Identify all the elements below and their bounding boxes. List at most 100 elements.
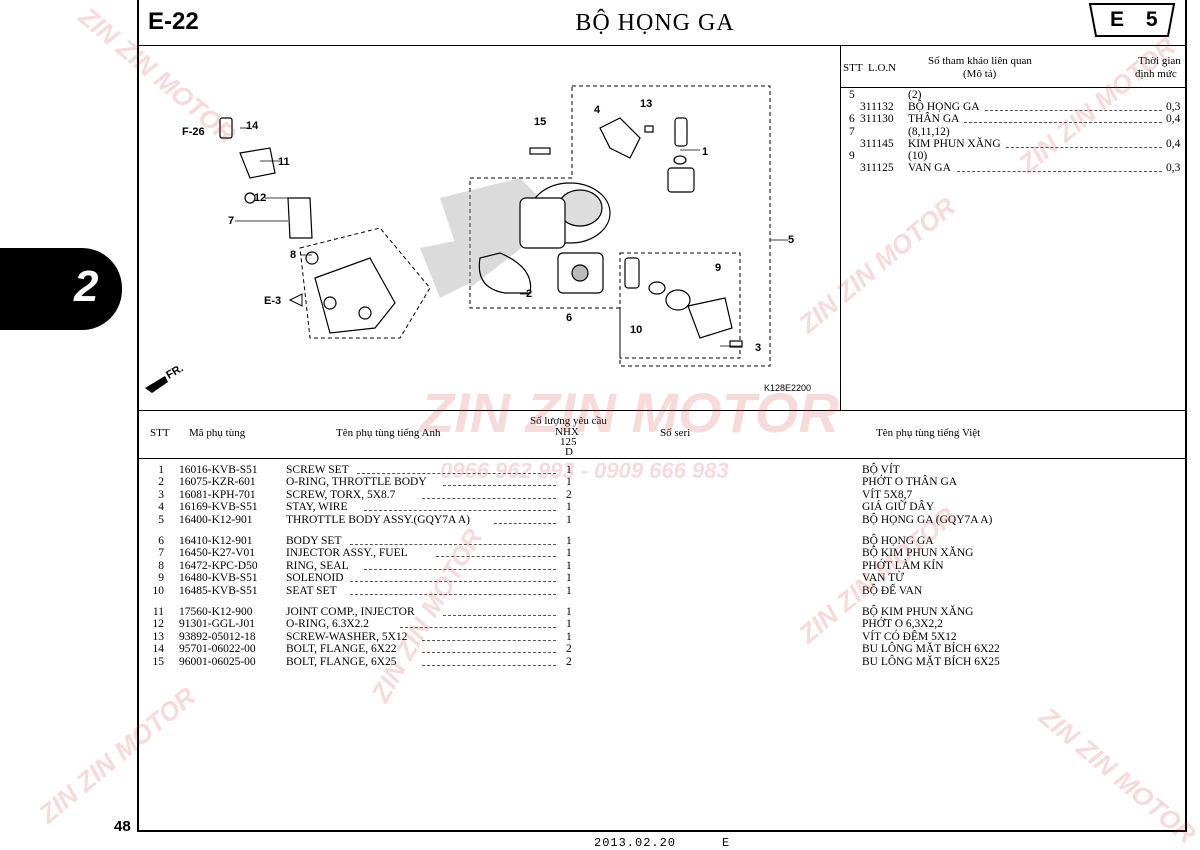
parts-row-name-en: JOINT COMP., INJECTOR bbox=[286, 606, 415, 618]
parts-row-part-no: 16410-K12-901 bbox=[179, 535, 253, 547]
parts-header-qty-type: D bbox=[565, 446, 573, 458]
parts-row-stt: 8 bbox=[158, 559, 164, 572]
parts-row-qty: 1 bbox=[566, 476, 572, 489]
parts-row-leader bbox=[421, 664, 556, 666]
callout-7: 7 bbox=[228, 215, 235, 227]
parts-header-serial: Số seri bbox=[660, 427, 691, 439]
parts-row-leader bbox=[364, 568, 556, 570]
callout-12: 12 bbox=[254, 192, 267, 204]
labor-row-lon: 311145 bbox=[860, 137, 894, 150]
callout-2: 2 bbox=[526, 288, 533, 300]
solenoid-box bbox=[619, 252, 741, 359]
parts-header-stt: STT bbox=[150, 427, 170, 439]
labor-row-lon: 311132 bbox=[860, 101, 894, 114]
print-date: 2013.02.20 bbox=[594, 836, 677, 850]
parts-row-name-en: BOLT, FLANGE, 6X22 bbox=[286, 643, 397, 656]
parts-row-stt: 9 bbox=[158, 572, 164, 585]
parts-row-qty: 1 bbox=[566, 572, 572, 585]
callout-5: 5 bbox=[788, 234, 795, 246]
parts-row-name-vi: GIÁ GIỮ DÂY bbox=[862, 501, 935, 514]
labor-header-lon: L.O.N bbox=[868, 62, 897, 74]
parts-header-qty: Số lượng yêu cầu bbox=[530, 415, 607, 427]
labor-row-desc: KIM PHUN XĂNG bbox=[908, 137, 1001, 150]
callout-10: 10 bbox=[630, 324, 643, 336]
labor-table-header-line bbox=[840, 87, 1187, 88]
labor-header-stt: STT bbox=[843, 62, 863, 74]
parts-row-part-no: 16472-KPC-D50 bbox=[179, 559, 258, 572]
parts-row-leader bbox=[400, 627, 556, 629]
labor-row-leader bbox=[964, 122, 1162, 124]
parts-row-qty: 2 bbox=[566, 643, 572, 656]
parts-row-part-no: 16480-KVB-S51 bbox=[179, 572, 258, 585]
labor-row-desc: BỘ HỌNG GA bbox=[908, 101, 980, 114]
parts-row-leader bbox=[356, 473, 556, 474]
parts-row-leader bbox=[493, 522, 556, 524]
parts-row-leader bbox=[421, 497, 556, 499]
chapter-tab-number: 2 bbox=[74, 262, 99, 311]
parts-row-name-vi: BU LÔNG MẶT BÍCH 6X25 bbox=[862, 655, 1000, 668]
labor-row-leader bbox=[957, 171, 1162, 173]
parts-row-name-vi: BỘ KIM PHUN XĂNG bbox=[862, 606, 974, 618]
parts-row-part-no: 91301-GGL-J01 bbox=[179, 618, 256, 631]
parts-row-part-no: 16169-KVB-S51 bbox=[179, 501, 258, 514]
parts-row-stt: 7 bbox=[158, 547, 164, 560]
parts-row-qty: 1 bbox=[566, 513, 572, 526]
callout-8: 8 bbox=[290, 249, 297, 261]
labor-row-stt: 9 bbox=[849, 150, 855, 162]
parts-row-leader bbox=[421, 652, 556, 654]
section-code: E-22 bbox=[148, 8, 199, 35]
callout-15: 15 bbox=[534, 116, 547, 128]
labor-row-desc: (2) bbox=[908, 89, 922, 101]
parts-row-stt: 3 bbox=[158, 488, 164, 501]
parts-row-name-en: RING, SEAL bbox=[286, 559, 349, 572]
parts-row-qty: 1 bbox=[566, 535, 572, 547]
labor-row-leader bbox=[985, 110, 1162, 112]
diagram-ref-code: K128E2200 bbox=[764, 383, 812, 393]
parts-row-leader bbox=[443, 615, 556, 616]
labor-row-stt: 6 bbox=[849, 113, 855, 126]
parts-row-part-no: 17560-K12-900 bbox=[179, 606, 253, 618]
parts-row-name-en: O-RING, THROTTLE BODY bbox=[286, 476, 427, 489]
labor-row-stt: 7 bbox=[849, 125, 855, 138]
parts-row-stt: 4 bbox=[158, 501, 164, 514]
parts-row-name-en: SCREW, TORX, 5X8.7 bbox=[286, 488, 396, 501]
labor-row-desc: VAN GA bbox=[908, 162, 951, 175]
parts-row-stt: 10 bbox=[152, 584, 165, 597]
callout-4: 4 bbox=[594, 104, 601, 116]
parts-row-leader bbox=[443, 485, 556, 487]
header-divider bbox=[137, 45, 1187, 46]
parts-header-name-vi: Tên phụ tùng tiếng Việt bbox=[876, 427, 981, 439]
parts-row-name-en: BODY SET bbox=[286, 535, 342, 547]
labor-row-time: 0,3 bbox=[1166, 162, 1181, 175]
parts-row-leader bbox=[436, 556, 556, 558]
parts-row-name-vi: PHỚT O 6,3X2,2 bbox=[862, 618, 943, 631]
parts-row-qty: 1 bbox=[566, 559, 572, 572]
parts-row-stt: 11 bbox=[152, 606, 164, 618]
parts-table-header-line bbox=[137, 458, 1187, 459]
parts-row-name-vi: BỘ ĐẾ VAN bbox=[862, 584, 923, 597]
parts-row-part-no: 96001-06025-00 bbox=[179, 655, 256, 668]
labor-row-lon: 311130 bbox=[860, 113, 894, 126]
parts-row-name-vi: BỘ VÍT bbox=[862, 464, 900, 476]
parts-header-name-en: Tên phụ tùng tiếng Anh bbox=[336, 427, 441, 439]
parts-row-stt: 14 bbox=[152, 643, 165, 656]
parts-row-name-en: INJECTOR ASSY., FUEL bbox=[286, 547, 408, 560]
parts-row-stt: 2 bbox=[158, 476, 164, 489]
parts-row-name-vi: VÍT CÓ ĐỆM 5X12 bbox=[862, 630, 957, 643]
labor-row-stt: 5 bbox=[849, 89, 855, 101]
parts-row-leader bbox=[349, 581, 556, 583]
parts-row-part-no: 95701-06022-00 bbox=[179, 643, 256, 656]
parts-row-part-no: 16400-K12-901 bbox=[179, 513, 253, 526]
callout-13: 13 bbox=[640, 98, 653, 110]
parts-row-stt: 13 bbox=[152, 630, 165, 643]
labor-header-time-sub: định mức bbox=[1135, 68, 1177, 80]
parts-row-stt: 12 bbox=[152, 618, 165, 631]
parts-header-qty-model: NHX bbox=[555, 426, 579, 438]
parts-row-qty: 2 bbox=[566, 488, 572, 501]
parts-row-stt: 6 bbox=[158, 535, 164, 547]
parts-row-name-vi: PHỚT O THÂN GA bbox=[862, 476, 958, 489]
parts-row-name-en: THROTTLE BODY ASSY.(GQY7A A) bbox=[286, 513, 471, 526]
parts-header-qty-cc: 125 bbox=[560, 436, 577, 448]
parts-row-name-vi: BỘ HỌNG GA (GQY7A A) bbox=[862, 513, 993, 526]
parts-row-qty: 1 bbox=[566, 501, 572, 514]
